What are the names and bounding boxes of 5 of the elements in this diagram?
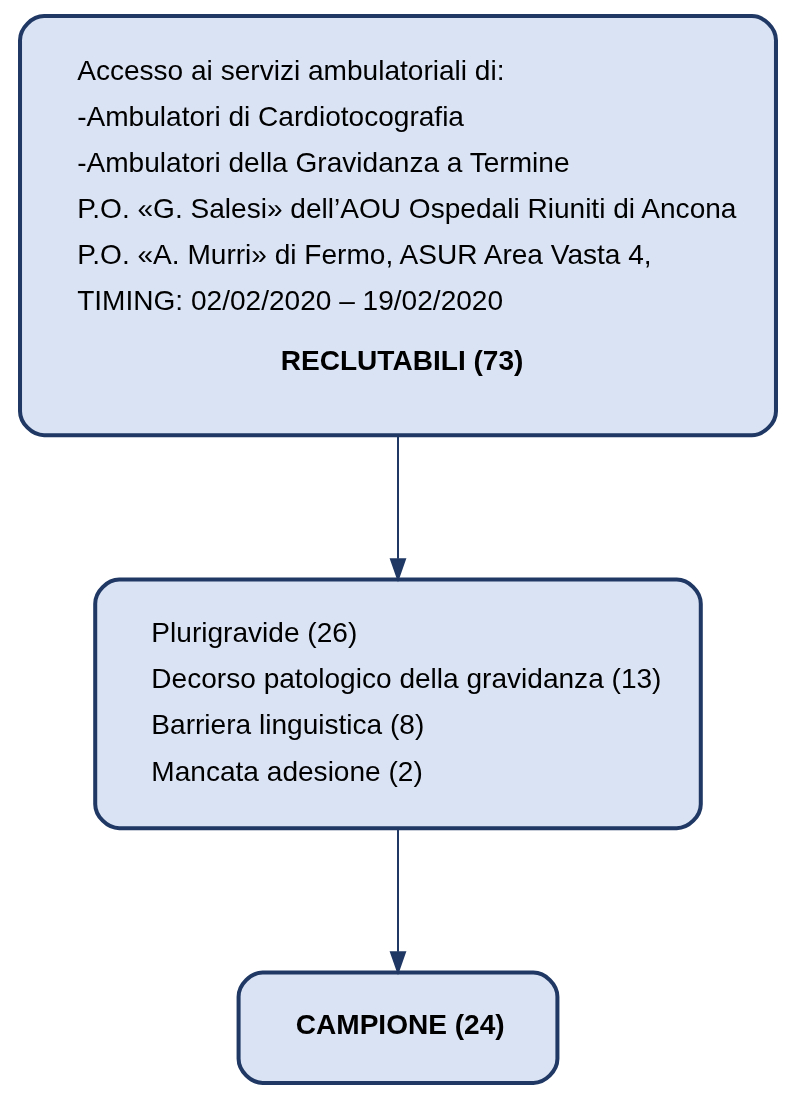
node-box: Accesso ai servizi ambulatoriali di: -Ambulatori di Cardiotocografia -Ambulatori della Gravidanza a Termine P.O. «G. Salesi» dell’AOU Ospedali Riuniti di Ancona P.O. «A. Murri» di Fermo, ASUR Area Vasta 4, TIMING: 02/02/2020 – 19/02/2020 RECLUTABILI (73) (17, 14, 778, 438)
arrow (389, 828, 406, 976)
node-box: Plurigravide (26) Decorso patologico della gravidanza (13) Barriera linguistica (8) Mancata adesione (2) (92, 577, 703, 831)
arrow (389, 435, 406, 583)
node-box: CAMPIONE (24) (236, 970, 559, 1085)
